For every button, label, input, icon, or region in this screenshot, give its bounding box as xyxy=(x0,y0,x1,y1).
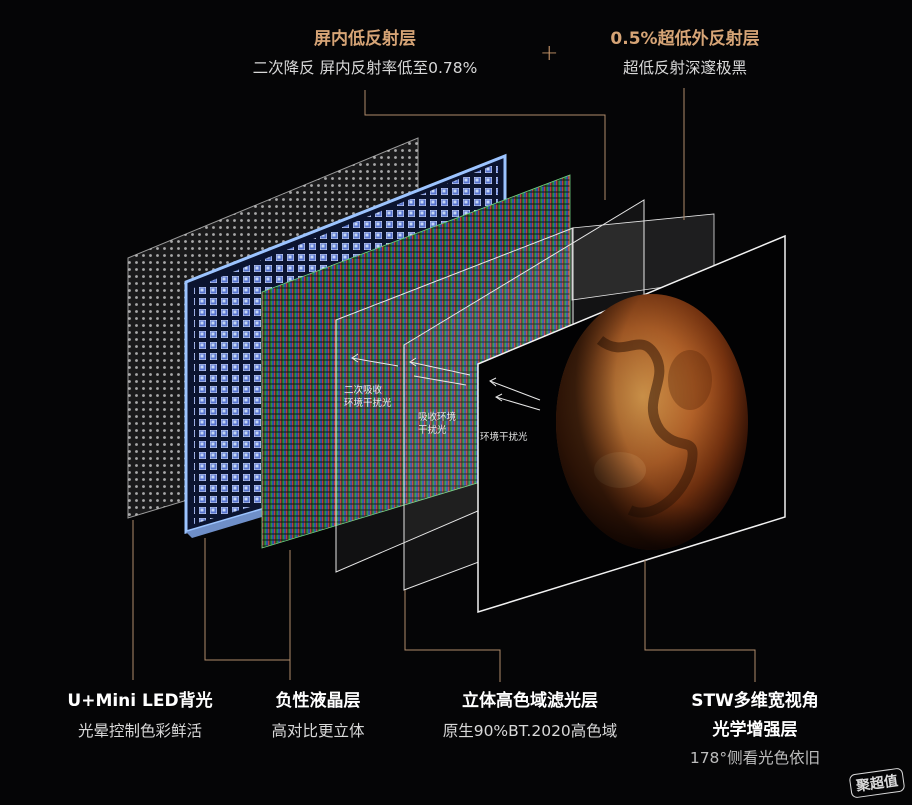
annotation-absorb: 吸收环境 干扰光 xyxy=(418,411,456,437)
bottom-label-filter: 立体高色域滤光层 原生90%BT.2020高色域 xyxy=(420,686,640,741)
bottom-label-title: U+Mini LED背光 xyxy=(67,691,213,711)
bottom-label-subtitle: 178°侧看光色依旧 xyxy=(689,749,821,767)
light-ray-arrows xyxy=(351,353,541,411)
bottom-label-subtitle: 高对比更立体 xyxy=(271,722,365,740)
top-label-title: 屏内低反射层 xyxy=(314,29,416,49)
annotation-line: 环境干扰光 xyxy=(480,432,528,443)
annotation-line: 二次吸收 xyxy=(344,385,383,396)
top-label-subtitle: 二次降反 屏内反射率低至0.78% xyxy=(252,59,478,77)
annotation-line: 环境干扰光 xyxy=(344,398,392,409)
bottom-label-title: STW多维宽视角 xyxy=(691,691,819,711)
bottom-label-backlight: U+Mini LED背光 光晕控制色彩鲜活 xyxy=(60,686,220,741)
annotation-line: 干扰光 xyxy=(418,425,447,436)
bottom-label-wide-angle: STW多维宽视角 光学增强层 178°侧看光色依旧 xyxy=(670,686,840,768)
bottom-label-title: 负性液晶层 xyxy=(275,691,361,711)
top-label-inner-low-reflection: 屏内低反射层 二次降反 屏内反射率低至0.78% xyxy=(235,24,495,78)
bottom-label-title-line2: 光学增强层 xyxy=(712,720,798,740)
bottom-label-liquid-crystal: 负性液晶层 高对比更立体 xyxy=(248,686,388,741)
plus-sign: + xyxy=(540,41,559,66)
bottom-label-title: 立体高色域滤光层 xyxy=(462,691,598,711)
annotation-line: 吸收环境 xyxy=(418,412,457,423)
bottom-label-subtitle: 光晕控制色彩鲜活 xyxy=(77,722,202,740)
annotation-secondary-absorb: 二次吸收 环境干扰光 xyxy=(344,384,392,410)
bottom-label-subtitle: 原生90%BT.2020高色域 xyxy=(442,722,618,740)
annotation-ambient-light: 环境干扰光 xyxy=(480,431,528,444)
leader-lines xyxy=(132,88,756,682)
top-label-title: 0.5%超低外反射层 xyxy=(610,29,760,49)
top-label-outer-low-reflection: 0.5%超低外反射层 超低反射深邃极黑 xyxy=(590,24,780,78)
top-label-subtitle: 超低反射深邃极黑 xyxy=(622,59,747,77)
